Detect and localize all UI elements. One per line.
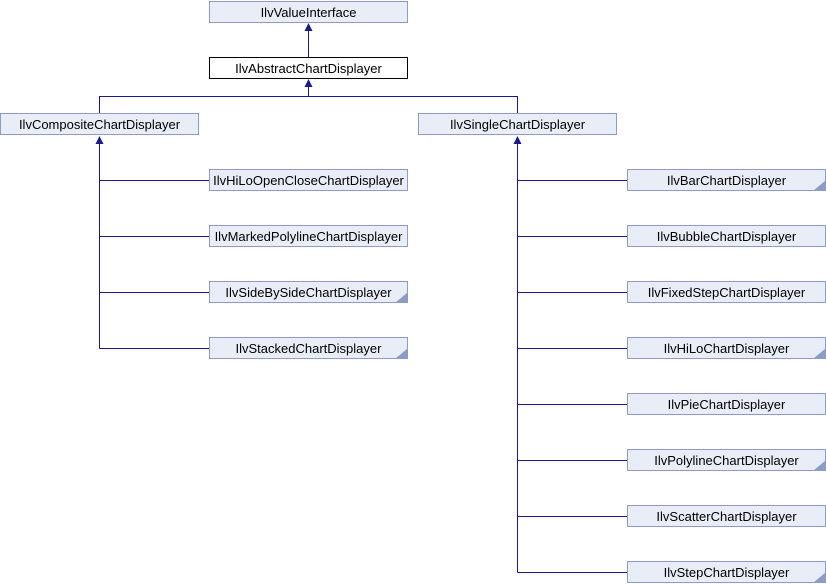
- node-ilv-polyline-chart-displayer[interactable]: IlvPolylineChartDisplayer: [627, 449, 826, 471]
- node-label: IlvHiLoChartDisplayer: [663, 340, 790, 356]
- subclasses-fold-icon: [396, 293, 407, 302]
- node-label: IlvBubbleChartDisplayer: [656, 228, 797, 244]
- node-ilv-fixed-step-chart-displayer[interactable]: IlvFixedStepChartDisplayer: [627, 281, 826, 303]
- node-label: IlvSingleChartDisplayer: [449, 116, 586, 132]
- node-ilv-scatter-chart-displayer[interactable]: IlvScatterChartDisplayer: [627, 505, 826, 527]
- node-ilv-composite-chart-displayer[interactable]: IlvCompositeChartDisplayer: [0, 113, 199, 135]
- node-ilv-marked-polyline-chart-displayer[interactable]: IlvMarkedPolylineChartDisplayer: [209, 225, 408, 247]
- node-ilv-single-chart-displayer[interactable]: IlvSingleChartDisplayer: [418, 113, 617, 135]
- arrow-up-right-parent: [513, 136, 522, 144]
- node-ilv-bubble-chart-displayer[interactable]: IlvBubbleChartDisplayer: [627, 225, 826, 247]
- arrow-up-root: [304, 23, 313, 31]
- node-ilv-hilo-chart-displayer[interactable]: IlvHiLoChartDisplayer: [627, 337, 826, 359]
- node-label: IlvHiLoOpenCloseChartDisplayer: [213, 172, 404, 188]
- node-label: IlvPolylineChartDisplayer: [654, 452, 799, 468]
- node-label: IlvAbstractChartDisplayer: [235, 60, 382, 76]
- edge-lines: [99, 30, 627, 573]
- node-ilv-abstract-chart-displayer: IlvAbstractChartDisplayer: [209, 57, 408, 79]
- node-label: IlvPieChartDisplayer: [667, 396, 786, 412]
- subclasses-fold-icon: [814, 349, 825, 358]
- subclasses-fold-icon: [814, 181, 825, 190]
- node-label: IlvFixedStepChartDisplayer: [647, 284, 806, 300]
- node-ilv-side-by-side-chart-displayer[interactable]: IlvSideBySideChartDisplayer: [209, 281, 408, 303]
- node-label: IlvStackedChartDisplayer: [235, 340, 382, 356]
- node-label: IlvCompositeChartDisplayer: [18, 116, 181, 132]
- node-ilv-pie-chart-displayer[interactable]: IlvPieChartDisplayer: [627, 393, 826, 415]
- subclasses-fold-icon: [396, 349, 407, 358]
- node-ilv-bar-chart-displayer[interactable]: IlvBarChartDisplayer: [627, 169, 826, 191]
- node-label: IlvMarkedPolylineChartDisplayer: [214, 228, 403, 244]
- node-ilv-hilo-open-close-chart-displayer[interactable]: IlvHiLoOpenCloseChartDisplayer: [209, 169, 408, 191]
- node-label: IlvBarChartDisplayer: [666, 172, 787, 188]
- subclasses-fold-icon: [814, 461, 825, 470]
- edge-arrowheads: [95, 23, 522, 144]
- node-ilv-step-chart-displayer[interactable]: IlvStepChartDisplayer: [627, 561, 826, 583]
- node-label: IlvSideBySideChartDisplayer: [225, 284, 392, 300]
- node-ilv-value-interface[interactable]: IlvValueInterface: [209, 1, 408, 23]
- node-label: IlvStepChartDisplayer: [663, 564, 790, 580]
- node-label: IlvValueInterface: [260, 4, 357, 20]
- arrow-up-left-parent: [95, 136, 104, 144]
- node-ilv-stacked-chart-displayer[interactable]: IlvStackedChartDisplayer: [209, 337, 408, 359]
- subclasses-fold-icon: [814, 573, 825, 582]
- node-label: IlvScatterChartDisplayer: [656, 508, 797, 524]
- arrow-up-current: [304, 79, 313, 87]
